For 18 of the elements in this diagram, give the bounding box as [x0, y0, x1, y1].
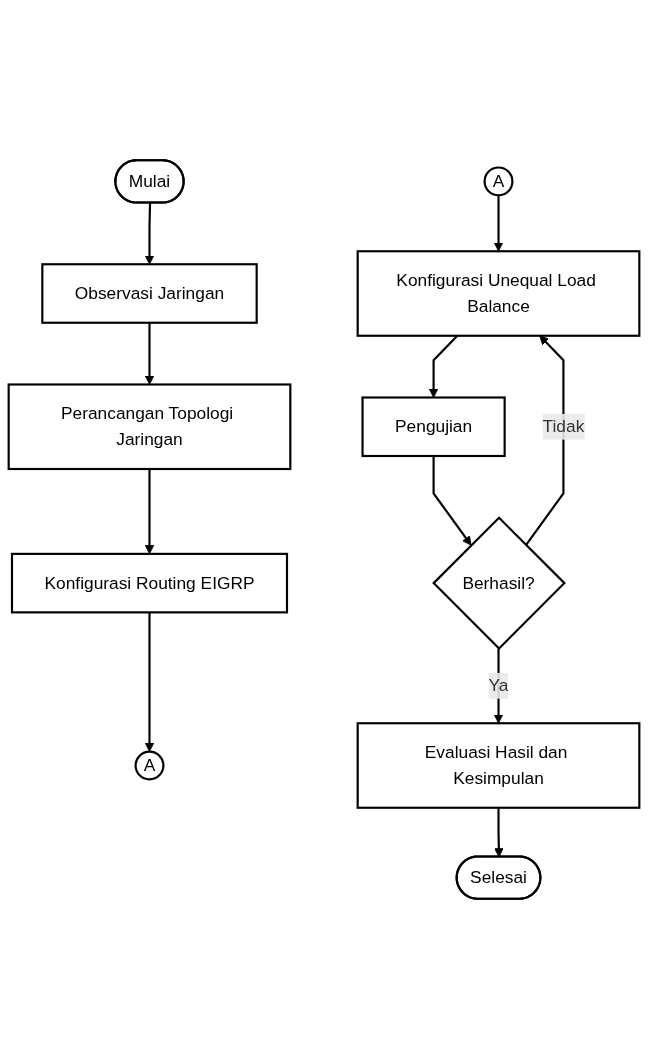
arrow — [144, 612, 155, 752]
arrow — [525, 335, 565, 546]
arrow — [144, 203, 155, 265]
node-box: Konfigurasi Unequal Load Balance — [356, 250, 641, 337]
node-box: Konfigurasi Routing EIGRP — [10, 552, 289, 614]
node-box: Pengujian — [361, 396, 506, 458]
node-circle: A — [134, 750, 165, 781]
node-box: Perancangan Topologi Jaringan — [7, 383, 292, 471]
arrow — [428, 335, 459, 398]
node-box: Observasi Jaringan — [41, 263, 258, 324]
node-diamond: Berhasil? — [432, 516, 566, 651]
arrow — [432, 456, 472, 546]
edge-label: Ya — [488, 676, 509, 695]
node-circle: A — [483, 166, 514, 197]
node-box: Evaluasi Hasil dan Kesimpulan — [356, 722, 641, 809]
arrow — [493, 195, 504, 252]
arrow — [144, 322, 155, 385]
edge-label: Tidak — [542, 417, 585, 436]
